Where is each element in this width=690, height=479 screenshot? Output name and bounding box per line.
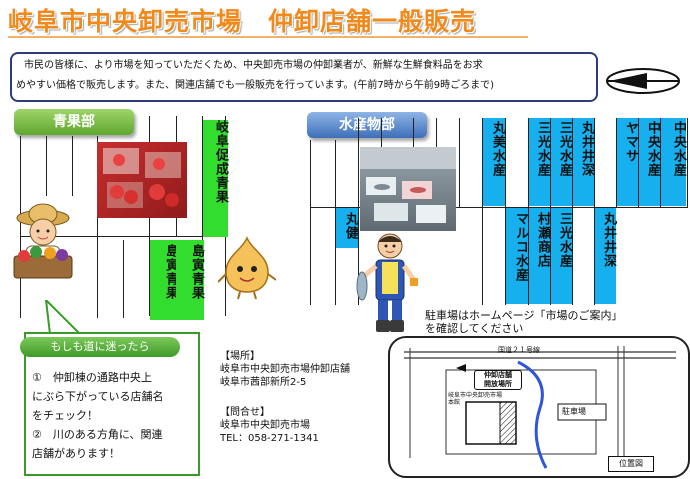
location-heading: 【場所】 [220, 351, 260, 362]
page-title: 岐阜市中央卸売市場 仲卸店舗一般販売 [8, 7, 477, 36]
location-line-2: 岐阜市茜部新所2-5 [220, 377, 307, 388]
shop-marui-ibuka-bottom: 丸井井深 [595, 208, 616, 304]
map-legend-label: 位置図 [608, 456, 654, 472]
help-line-4: ② 川のある方角に、関連 [32, 428, 163, 441]
title-underline [8, 36, 528, 38]
map-store-label: 仲卸店舗 開放場所 [474, 370, 522, 390]
fishmonger-illustration-icon [356, 233, 418, 332]
contact-info: 【問合せ】 岐阜市中央卸売市場 TEL：058-271-1341 [220, 406, 319, 445]
location-info: 【場所】 岐阜市中央卸売市場仲卸店舗 岐阜市茜部新所2-5 [220, 350, 350, 389]
notice-line-2: めやすい価格で販売します。また、関連店舗でも一般販売を行っています。(午前7時か… [16, 80, 495, 91]
farmer-illustration-icon [13, 203, 73, 279]
location-line-1: 岐阜市中央卸売市場仲卸店舗 [220, 364, 350, 375]
compass-icon [606, 68, 680, 94]
parking-note-line-1: 駐車場はホームページ「市場のご案内」 [425, 309, 623, 322]
fish-market-photo [360, 147, 456, 231]
location-map: 国道２１号線 仲卸店舗 開放場所 岐阜市中央卸売市場 本館 駐車場 位置図 [388, 336, 690, 478]
parking-note: 駐車場はホームページ「市場のご案内」 を確認してください [425, 309, 622, 335]
callout-pointer-icon [44, 300, 83, 335]
map-drawing [404, 346, 676, 469]
help-line-2: にぶら下がっている店舗名 [32, 390, 164, 403]
map-building-label-line-2: 本館 [448, 399, 461, 406]
parking-note-line-2: を確認してください [425, 322, 524, 335]
contact-heading: 【問合せ】 [220, 407, 270, 418]
shop-sanko-suisan-bottom: 三光水産 [551, 208, 572, 304]
help-line-1: ① 仲卸棟の通路中央上 [32, 371, 152, 384]
help-callout-title: もしも道に迷ったら [20, 337, 180, 357]
shop-chuo-suisan-1: 中央水産 [639, 118, 660, 206]
produce-section-tab: 青果部 [14, 109, 134, 135]
map-store-label-line-2: 開放場所 [484, 380, 512, 388]
shop-shimatora-seika-1: 島寅青果 [150, 240, 178, 320]
shop-marui-ibuka-top: 丸井井深 [573, 118, 594, 206]
map-building-label-line-1: 岐阜市中央卸売市場 [448, 392, 503, 399]
shop-marumi-suisan: 丸美水産 [483, 118, 505, 206]
map-parking-label: 駐車場 [562, 407, 586, 416]
map-building-label: 岐阜市中央卸売市場 本館 [448, 392, 502, 406]
shop-sanko-suisan-top-1: 三光水産 [529, 118, 550, 206]
help-callout-text: ① 仲卸棟の通路中央上 にぶら下がっている店舗名 をチェック！ ② 川のある方角… [32, 368, 163, 463]
shop-murase-shoten: 村瀬商店 [529, 208, 550, 304]
shop-maruken: 丸健 [336, 208, 358, 248]
help-line-3: をチェック！ [32, 409, 98, 422]
seafood-section-tab: 水産物部 [307, 112, 427, 138]
shop-chuo-suisan-2: 中央水産 [661, 118, 686, 206]
shop-gifu-sokusei-seika: 岐阜促成青果 [203, 120, 228, 237]
contact-line-1: 岐阜市中央卸売市場 [220, 420, 310, 431]
onion-mascot-icon [218, 236, 276, 300]
map-road-label: 国道２１号線 [498, 346, 540, 354]
map-store-label-line-1: 仲卸店舗 [484, 371, 512, 379]
help-line-5: 店舗があります！ [32, 447, 120, 460]
shop-shimatora-seika-2: 島寅青果 [176, 240, 204, 320]
shop-yamasa: ヤマサ [617, 118, 638, 206]
strawberry-photo [97, 142, 187, 218]
shop-sanko-suisan-top-2: 三光水産 [551, 118, 572, 206]
shop-maruko-suisan: マルコ水産 [506, 208, 528, 304]
notice-line-1: 市民の皆様に、より市場を知っていただくため、中央卸売市場の仲卸業者が、新鮮な生鮮… [24, 60, 483, 71]
notice-box: 市民の皆様に、より市場を知っていただくため、中央卸売市場の仲卸業者が、新鮮な生鮮… [10, 52, 598, 102]
contact-tel: TEL：058-271-1341 [220, 433, 319, 444]
